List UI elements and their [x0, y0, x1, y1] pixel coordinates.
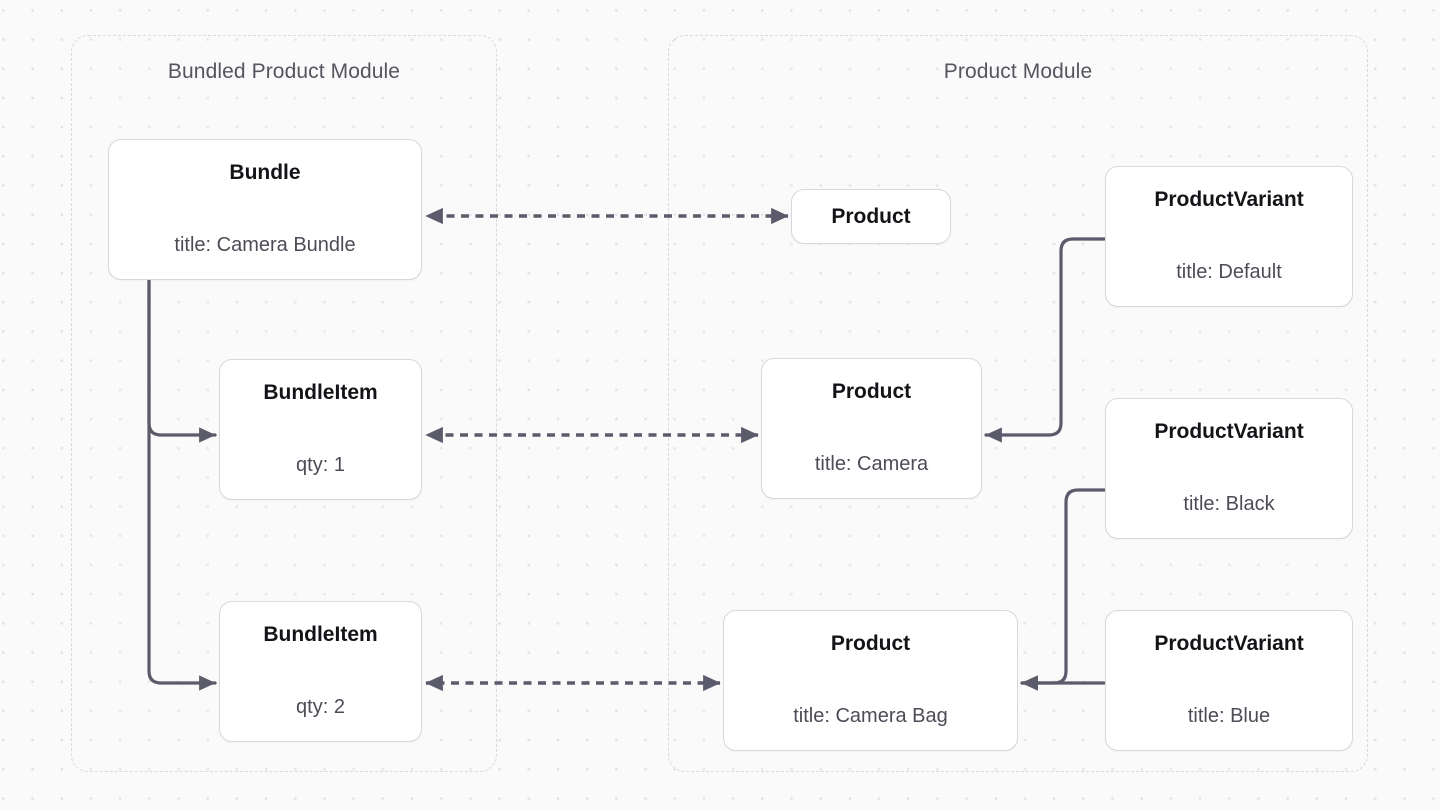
node-attr-bundle: title: Camera Bundle — [174, 234, 356, 256]
node-title-product-top: Product — [831, 205, 911, 228]
node-product-top[interactable]: Product — [791, 189, 951, 244]
node-attr-bundle-item-2: qty: 2 — [296, 696, 345, 718]
node-title-variant-black: ProductVariant — [1154, 420, 1304, 443]
node-attr-variant-default: title: Default — [1176, 261, 1282, 283]
node-title-variant-blue: ProductVariant — [1154, 632, 1304, 655]
node-title-bundle-item-1: BundleItem — [263, 381, 378, 404]
node-variant-black[interactable]: ProductVariant title: Black — [1105, 398, 1353, 539]
node-bundle-item-1[interactable]: BundleItem qty: 1 — [219, 359, 422, 500]
module-title-product: Product Module — [943, 60, 1093, 83]
node-bundle-item-2[interactable]: BundleItem qty: 2 — [219, 601, 422, 742]
node-attr-product-camera-bag: title: Camera Bag — [793, 705, 948, 727]
node-bundle[interactable]: Bundle title: Camera Bundle — [108, 139, 422, 280]
module-title-bundled-product: Bundled Product Module — [167, 60, 401, 83]
node-attr-variant-black: title: Black — [1183, 493, 1275, 515]
node-title-bundle-item-2: BundleItem — [263, 623, 378, 646]
node-title-product-camera: Product — [831, 380, 912, 403]
node-variant-blue[interactable]: ProductVariant title: Blue — [1105, 610, 1353, 751]
node-title-product-camera-bag: Product — [830, 632, 911, 655]
node-attr-variant-blue: title: Blue — [1187, 705, 1271, 727]
node-attr-product-camera: title: Camera — [814, 453, 929, 475]
node-title-variant-default: ProductVariant — [1154, 188, 1304, 211]
node-variant-default[interactable]: ProductVariant title: Default — [1105, 166, 1353, 307]
node-attr-bundle-item-1: qty: 1 — [296, 454, 345, 476]
node-title-bundle: Bundle — [229, 161, 301, 184]
node-product-camera-bag[interactable]: Product title: Camera Bag — [723, 610, 1018, 751]
node-product-camera[interactable]: Product title: Camera — [761, 358, 982, 499]
